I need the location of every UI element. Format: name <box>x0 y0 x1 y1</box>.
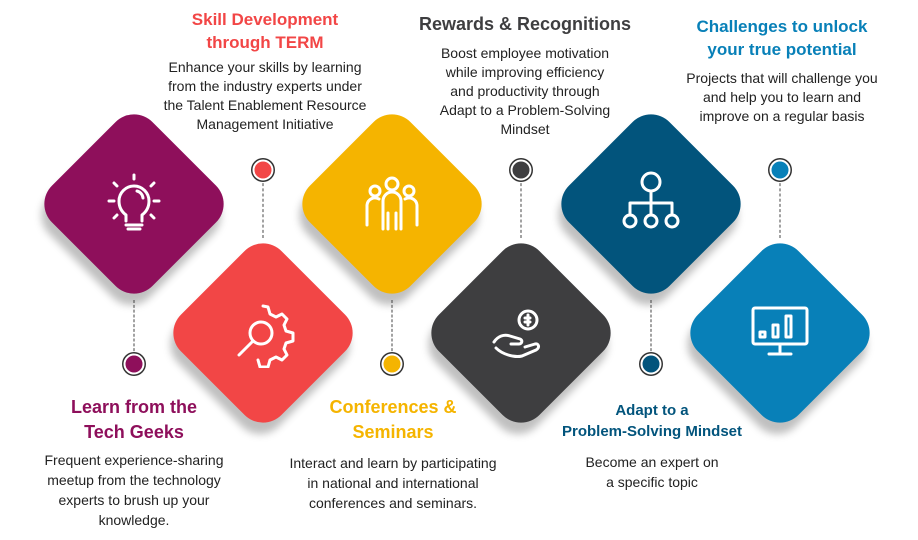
monitor-chart-icon <box>745 298 815 368</box>
title-line: through TERM <box>206 33 324 52</box>
desc-line: Interact and learn by participating <box>289 455 497 471</box>
desc-line: Adapt to a Problem-Solving <box>439 102 611 118</box>
item-title: Challenges to unlock your true potential <box>686 15 877 61</box>
item-description: Enhance your skills by learning from the … <box>164 58 367 134</box>
desc-line: knowledge. <box>98 512 170 528</box>
marker-dot <box>510 159 532 181</box>
item-description: Interact and learn by participating in na… <box>289 453 496 513</box>
connector-line <box>133 300 135 356</box>
title-line: Skill Development <box>191 10 339 29</box>
title-line: Seminars <box>352 422 434 442</box>
desc-line: the Talent Enablement Resource <box>163 97 367 113</box>
item-description: Become an expert on a specific topic <box>562 452 742 492</box>
gear-magnifier-icon <box>228 298 298 369</box>
desc-line: Frequent experience-sharing <box>44 452 224 468</box>
item-title: Rewards & Recognitions <box>419 13 631 36</box>
item-description: Boost employee motivation while improving… <box>419 44 631 139</box>
hierarchy-icon <box>616 169 686 239</box>
desc-line: Become an expert on <box>585 454 719 470</box>
connector-line <box>779 178 781 238</box>
group-icon <box>357 169 427 239</box>
desc-line: meetup from the technology <box>47 472 221 488</box>
title-line: your true potential <box>707 40 857 59</box>
desc-line: a specific topic <box>606 474 698 490</box>
desc-line: while improving efficiency <box>445 64 605 80</box>
desc-line: Projects that will challenge you <box>686 70 878 86</box>
marker-dot <box>640 353 662 375</box>
title-line: Learn from the <box>70 397 198 417</box>
item-description: Frequent experience-sharing meetup from t… <box>45 450 224 530</box>
desc-line: Mindset <box>500 121 550 137</box>
desc-line: and productivity through <box>450 83 600 99</box>
item-description: Projects that will challenge you and help… <box>686 69 877 126</box>
title-line: Problem-Solving Mindset <box>561 423 743 440</box>
connector-line <box>391 300 393 356</box>
desc-line: conferences and seminars. <box>308 495 478 511</box>
connector-line <box>650 300 652 356</box>
item-title: Skill Development through TERM <box>164 8 367 54</box>
desc-line: from the industry experts under <box>168 78 362 94</box>
marker-dot <box>123 353 145 375</box>
connector-line <box>262 178 264 238</box>
desc-line: Enhance your skills by learning <box>168 59 362 75</box>
connector-line <box>520 178 522 238</box>
desc-line: in national and international <box>307 475 479 491</box>
desc-line: and help you to learn and <box>702 89 861 105</box>
title-line: Tech Geeks <box>84 422 184 442</box>
item-title: Conferences & Seminars <box>289 395 496 445</box>
item-rewards: Rewards & Recognitions Boost employee mo… <box>419 13 631 139</box>
item-adapt: Adapt to a Problem-Solving Mindset Become… <box>562 400 742 492</box>
title-line: Adapt to a <box>615 402 689 419</box>
marker-dot <box>381 353 403 375</box>
desc-line: improve on a regular basis <box>699 108 865 124</box>
item-title: Adapt to a Problem-Solving Mindset <box>562 400 742 442</box>
item-skill-development: Skill Development through TERM Enhance yo… <box>164 8 367 134</box>
marker-dot <box>769 159 791 181</box>
desc-line: Management Initiative <box>196 116 334 132</box>
title-line: Conferences & <box>329 397 457 417</box>
title-line: Challenges to unlock <box>696 17 868 36</box>
marker-dot <box>252 159 274 181</box>
desc-line: Boost employee motivation <box>440 45 610 61</box>
title-line: Rewards & Recognitions <box>418 14 632 34</box>
desc-line: experts to brush up your <box>58 492 210 508</box>
hand-coin-icon <box>486 298 556 368</box>
lightbulb-head-icon <box>99 169 169 239</box>
item-conferences: Conferences & Seminars Interact and learn… <box>289 395 496 513</box>
